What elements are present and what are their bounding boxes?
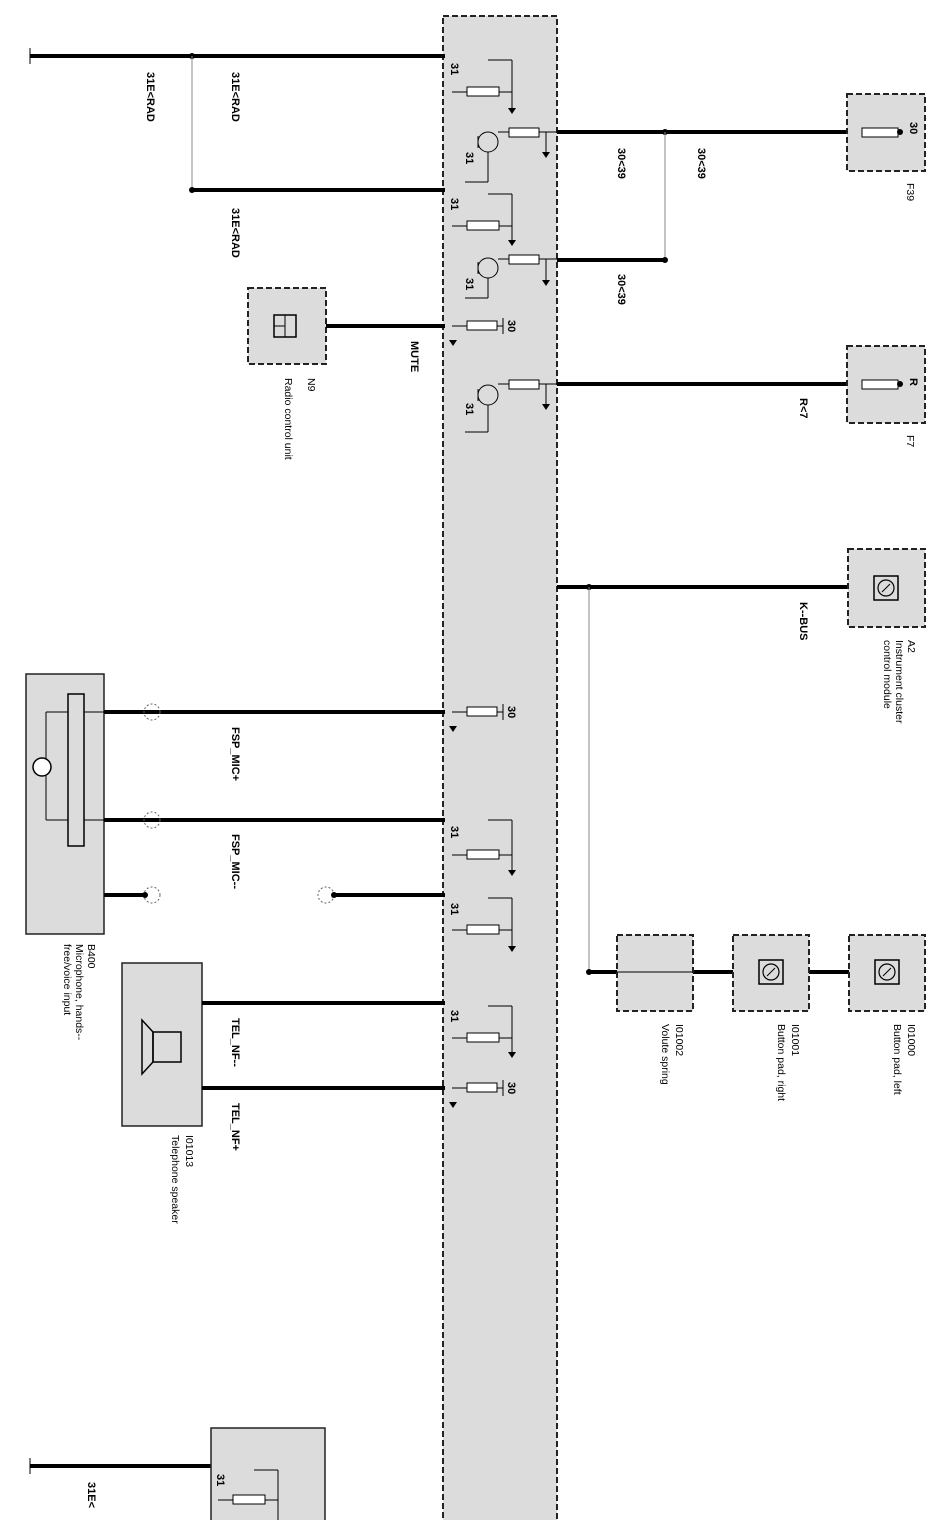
circuit-speaker-plus	[449, 1080, 504, 1108]
wire-label-31e-rad-b: 31E<RAD	[229, 72, 241, 122]
component-id-f7: F7	[904, 435, 916, 447]
mic-wires	[104, 703, 445, 904]
circuit-transistor-2	[465, 254, 560, 299]
pin-label: 31	[448, 198, 460, 210]
pin-label: 30	[505, 1082, 517, 1094]
ground-wire-top	[29, 48, 445, 193]
component-id-i01000: I01000	[905, 1024, 917, 1056]
component-desc-i01001: Button pad, right	[775, 1024, 787, 1101]
pin-label: 31	[448, 903, 460, 915]
wire-label-fsp-mic-minus: FSP_MIC--	[229, 834, 241, 889]
speaker-wires	[202, 1001, 445, 1090]
wire-label-fsp-mic-plus: FSP_MIC+	[229, 727, 241, 781]
component-desc-a2-line1: Instrument cluster	[893, 640, 905, 724]
fuse-f7	[846, 345, 926, 424]
circuit-mic-shield	[452, 897, 516, 952]
partial-module-bottom	[210, 1427, 326, 1520]
component-id-i01001: I01001	[789, 1024, 801, 1056]
circuit-resistor-1	[452, 59, 516, 114]
central-module	[442, 15, 558, 1520]
wire-label-31e-bottom: 31E<	[85, 1482, 97, 1508]
wire-label-mute: MUTE	[408, 341, 420, 372]
wire-label-tel-nf-minus: TEL_NF--	[229, 1018, 241, 1067]
component-id-a2: A2	[905, 640, 917, 653]
pin-label: 30	[907, 122, 919, 134]
component-desc-i01000: Button pad, left	[891, 1024, 903, 1095]
component-desc-a2-line2: control module	[881, 640, 893, 709]
pin-label: 31	[463, 403, 475, 415]
instrument-cluster-a2	[847, 548, 926, 628]
pin-label: 31	[448, 826, 460, 838]
supply-wire-30-39	[557, 129, 900, 263]
wire-label-r7: R<7	[797, 398, 809, 419]
circuit-mute-input	[449, 318, 504, 346]
pin-label: 30	[505, 320, 517, 332]
wire-label-30-39-a: 30<39	[615, 148, 627, 179]
volute-spring-i01002	[616, 934, 694, 1012]
pin-label: 31	[448, 63, 460, 75]
k-bus-wire	[557, 584, 848, 975]
radio-control-unit-n9	[247, 287, 327, 365]
component-id-i01013: I01013	[183, 1135, 195, 1167]
ground-wire-bottom	[29, 1458, 212, 1474]
component-id-i01002: I01002	[673, 1024, 685, 1056]
circuit-transistor-1	[465, 127, 560, 183]
pin-label: 31	[463, 152, 475, 164]
wire-label-30-39-c: 30<39	[615, 274, 627, 305]
component-desc-i01013: Telephone speaker	[169, 1135, 181, 1224]
fuse-f39	[846, 93, 926, 172]
component-id-f39: F39	[904, 183, 916, 201]
pin-label: 31	[448, 1010, 460, 1022]
component-desc-b400-line1: Microphone, hands--	[73, 944, 85, 1041]
circuit-mic-minus	[452, 819, 516, 876]
wire-label-31e-rad-c: 31E<RAD	[229, 208, 241, 258]
wire-label-tel-nf-plus: TEL_NF+	[229, 1103, 241, 1151]
button-pad-left-i01000	[848, 934, 926, 1012]
pin-label: R	[907, 378, 919, 386]
component-desc-n9: Radio control unit	[282, 378, 294, 460]
button-pad-right-i01001	[732, 934, 810, 1012]
wire-label-30-39-b: 30<39	[695, 148, 707, 179]
microphone-b400	[25, 673, 105, 935]
component-desc-i01002: Volute spring	[659, 1024, 671, 1085]
component-id-b400: B400	[85, 944, 97, 969]
component-id-n9: N9	[305, 378, 317, 392]
circuit-mic-plus	[449, 704, 504, 732]
pin-label: 30	[505, 706, 517, 718]
circuit-speaker-minus	[452, 1005, 516, 1058]
circuit-resistor-2	[452, 193, 516, 246]
wire-label-kbus: K--BUS	[797, 602, 809, 641]
component-desc-b400-line2: free/voice input	[61, 944, 73, 1015]
pin-label: 31	[214, 1474, 226, 1486]
pin-label: 31	[463, 278, 475, 290]
circuit-transistor-3	[465, 379, 560, 433]
telephone-speaker-i01013	[121, 962, 203, 1127]
wire-label-31e-rad-a: 31E<RAD	[144, 72, 156, 122]
